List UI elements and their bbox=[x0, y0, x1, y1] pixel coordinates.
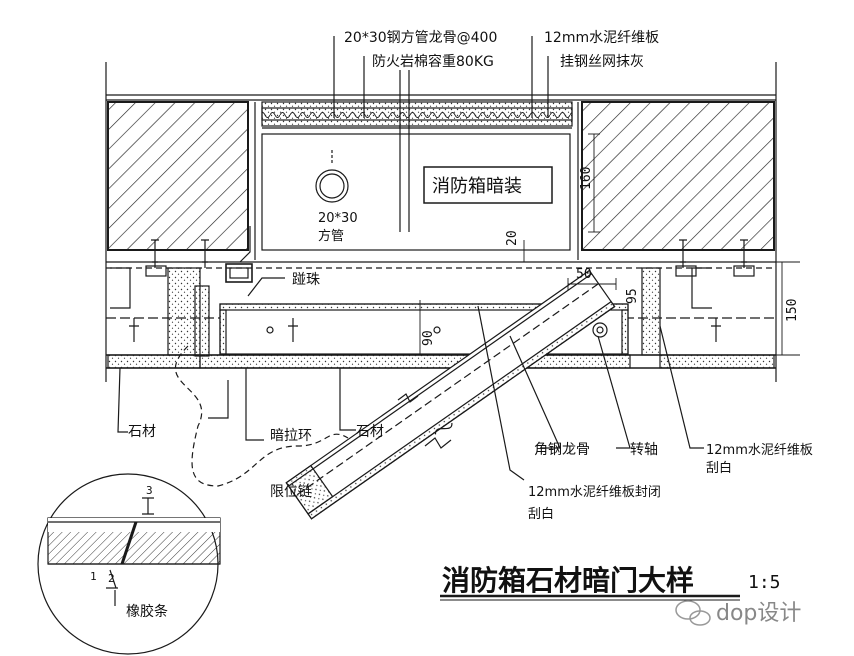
dim-90: 90 bbox=[421, 330, 436, 346]
dim-150: 150 bbox=[785, 299, 800, 322]
annotations: 20*30钢方管龙骨@400 防火岩棉容重80KG 12mm水泥纤维板 挂钢丝网… bbox=[90, 30, 813, 626]
label-cement-board-right-2: 刮白 bbox=[706, 460, 732, 476]
dim-95: 95 bbox=[625, 288, 640, 304]
label-cement-board-right-1: 12mm水泥纤维板 bbox=[706, 443, 813, 458]
watermark-text: dop设计 bbox=[716, 601, 801, 626]
label-cement-board-top: 12mm水泥纤维板 bbox=[544, 30, 659, 46]
label-square-tube-2: 方管 bbox=[318, 228, 344, 244]
label-limit-chain: 限位链 bbox=[270, 484, 312, 500]
label-pull-ring: 暗拉环 bbox=[270, 428, 312, 444]
opened-door-panel bbox=[285, 269, 616, 520]
label-rubber-strip: 橡胶条 bbox=[126, 603, 168, 620]
label-cement-board-seal-1: 12mm水泥纤维板封闭 bbox=[528, 485, 661, 500]
label-stone-left: 石材 bbox=[128, 424, 156, 440]
label-ball-catch: 踫珠 bbox=[292, 272, 320, 288]
linework bbox=[37, 36, 800, 655]
dim-3: 3 bbox=[146, 484, 153, 497]
dim-50: 50 bbox=[576, 267, 592, 282]
left-wall-block bbox=[107, 101, 249, 251]
label-fire-wool: 防火岩棉容重80KG bbox=[372, 53, 494, 70]
label-pivot: 转轴 bbox=[630, 442, 658, 458]
drawing-title: 消防箱石材暗门大样 bbox=[442, 564, 694, 597]
dim-1: 1 bbox=[90, 570, 97, 583]
label-angle-keel: 角钢龙骨 bbox=[534, 442, 590, 458]
dim-160: 160 bbox=[579, 167, 594, 190]
label-stone-mid: 石材 bbox=[356, 424, 384, 440]
label-square-tube-1: 20*30 bbox=[318, 211, 358, 226]
dim-2: 2 bbox=[108, 572, 115, 585]
drawing-scale: 1:5 bbox=[748, 572, 781, 593]
watermark-logo: dop设计 bbox=[675, 600, 801, 626]
label-box-concealed: 消防箱暗装 bbox=[432, 176, 522, 197]
label-steel-mesh: 挂钢丝网抹灰 bbox=[560, 54, 644, 70]
label-cement-board-seal-2: 刮白 bbox=[528, 506, 554, 522]
dim-20: 20 bbox=[505, 230, 520, 246]
label-steel-keel: 20*30钢方管龙骨@400 bbox=[344, 30, 497, 46]
right-wall-block bbox=[581, 101, 775, 251]
